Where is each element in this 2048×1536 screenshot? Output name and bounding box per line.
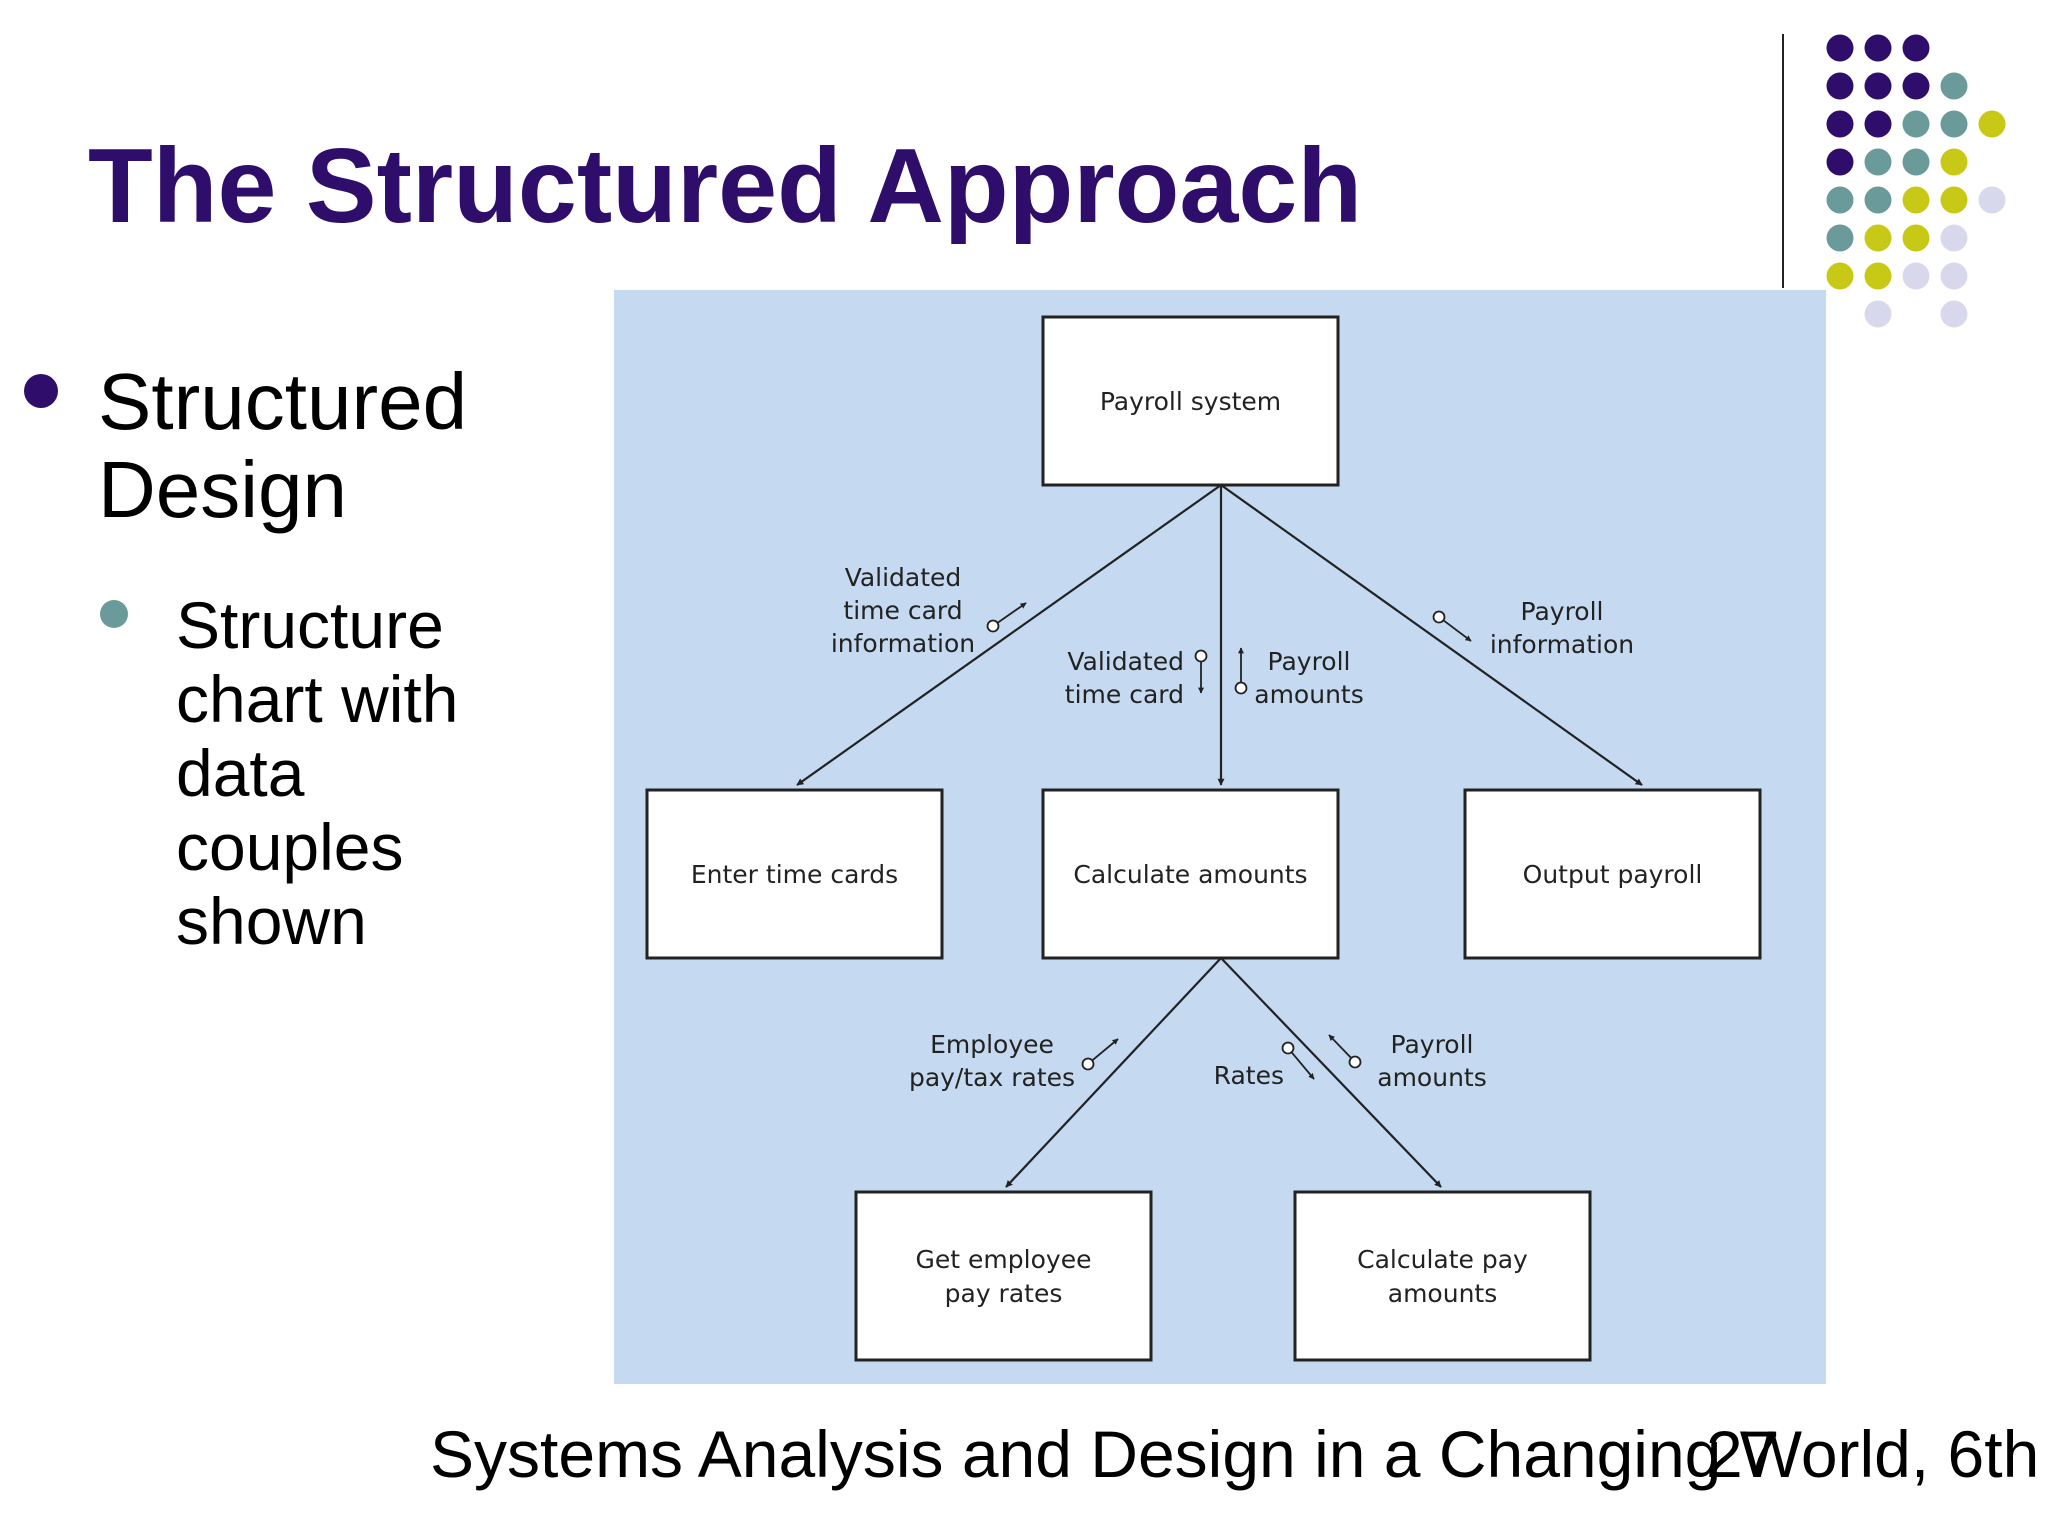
decorative-dot	[1940, 110, 1968, 138]
decorative-dot	[1902, 148, 1930, 176]
decorative-dot	[1864, 110, 1892, 138]
decorative-dot	[1864, 224, 1892, 252]
module-calculate-amounts: Calculate amounts	[1041, 788, 1340, 960]
title-divider-line	[1782, 34, 1784, 288]
decorative-dot	[1902, 262, 1930, 290]
connection-calculate-amounts-to-get-employee-pay-rates	[1005, 957, 1222, 1188]
decorative-dot	[1978, 186, 2006, 214]
decorative-dot	[1826, 72, 1854, 100]
couple-circle	[1348, 1055, 1362, 1069]
bullet-text: Structured Design	[98, 357, 468, 534]
decorative-dot	[1940, 224, 1968, 252]
decorative-dot	[1826, 110, 1854, 138]
couple-label: Rates	[1214, 1061, 1284, 1090]
module-box	[854, 1190, 1153, 1362]
decorative-dot	[1826, 34, 1854, 62]
module-output-payroll: Output payroll	[1463, 788, 1762, 960]
couple-circle	[1234, 681, 1248, 695]
module-box	[645, 788, 944, 960]
decorative-dot	[1902, 186, 1930, 214]
decorative-dot	[1826, 148, 1854, 176]
module-label: Calculate amounts	[1073, 860, 1307, 889]
decorative-dot	[1864, 186, 1892, 214]
decorative-dot	[1902, 224, 1930, 252]
decorative-dot	[1902, 72, 1930, 100]
decorative-dot	[1826, 262, 1854, 290]
decorative-dot	[1940, 186, 1968, 214]
decorative-dot	[1864, 34, 1892, 62]
sub-bullet-text: Structure chart with data couples shown	[176, 588, 459, 958]
connection-payroll-system-to-output-payroll	[1220, 484, 1643, 786]
module-enter-time-cards: Enter time cards	[645, 788, 944, 960]
module-box	[1463, 788, 1762, 960]
decorative-dot	[1902, 110, 1930, 138]
page-number: 27	[1706, 1417, 1780, 1491]
decorative-dot	[1978, 110, 2006, 138]
connection-calculate-amounts-to-calculate-pay-amounts	[1220, 957, 1442, 1188]
module-box	[1041, 315, 1340, 487]
couple-arrow	[996, 602, 1027, 624]
module-label: Output payroll	[1523, 860, 1703, 889]
couple-arrow	[1091, 1038, 1119, 1062]
decorative-dot	[1940, 72, 1968, 100]
decorative-dot	[1902, 34, 1930, 62]
slide-title: The Structured Approach	[88, 127, 1363, 245]
decorative-dot	[1864, 300, 1892, 328]
module-box	[1293, 1190, 1592, 1362]
decorative-dot	[1864, 148, 1892, 176]
decorative-dot	[1940, 262, 1968, 290]
decorative-dot	[1940, 148, 1968, 176]
couple-circle	[1281, 1041, 1295, 1055]
couple-circle	[1194, 649, 1208, 663]
decorative-dot	[1864, 72, 1892, 100]
module-label: Enter time cards	[691, 860, 898, 889]
couple-arrow	[1328, 1034, 1352, 1059]
module-box	[1041, 788, 1340, 960]
sub-bullet-marker	[100, 600, 128, 628]
decorative-dot	[1864, 262, 1892, 290]
slide-footer: Systems Analysis and Design in a Changin…	[430, 1417, 2048, 1491]
module-payroll-system: Payroll system	[1041, 315, 1340, 487]
module-label: Payroll system	[1100, 387, 1281, 416]
couple-circle	[1432, 610, 1446, 624]
connection-payroll-system-to-enter-time-cards	[796, 484, 1222, 786]
couple-circle	[986, 619, 1000, 633]
data-couple-rates: Rates	[1214, 1041, 1315, 1090]
bullet-marker	[24, 374, 58, 408]
decorative-dot	[1940, 300, 1968, 328]
couple-arrow	[1442, 619, 1472, 642]
connection-layer	[796, 484, 1643, 1188]
decorative-dot	[1826, 186, 1854, 214]
couple-circle	[1081, 1057, 1095, 1071]
couple-arrow	[1290, 1051, 1315, 1080]
decorative-dot	[1826, 224, 1854, 252]
